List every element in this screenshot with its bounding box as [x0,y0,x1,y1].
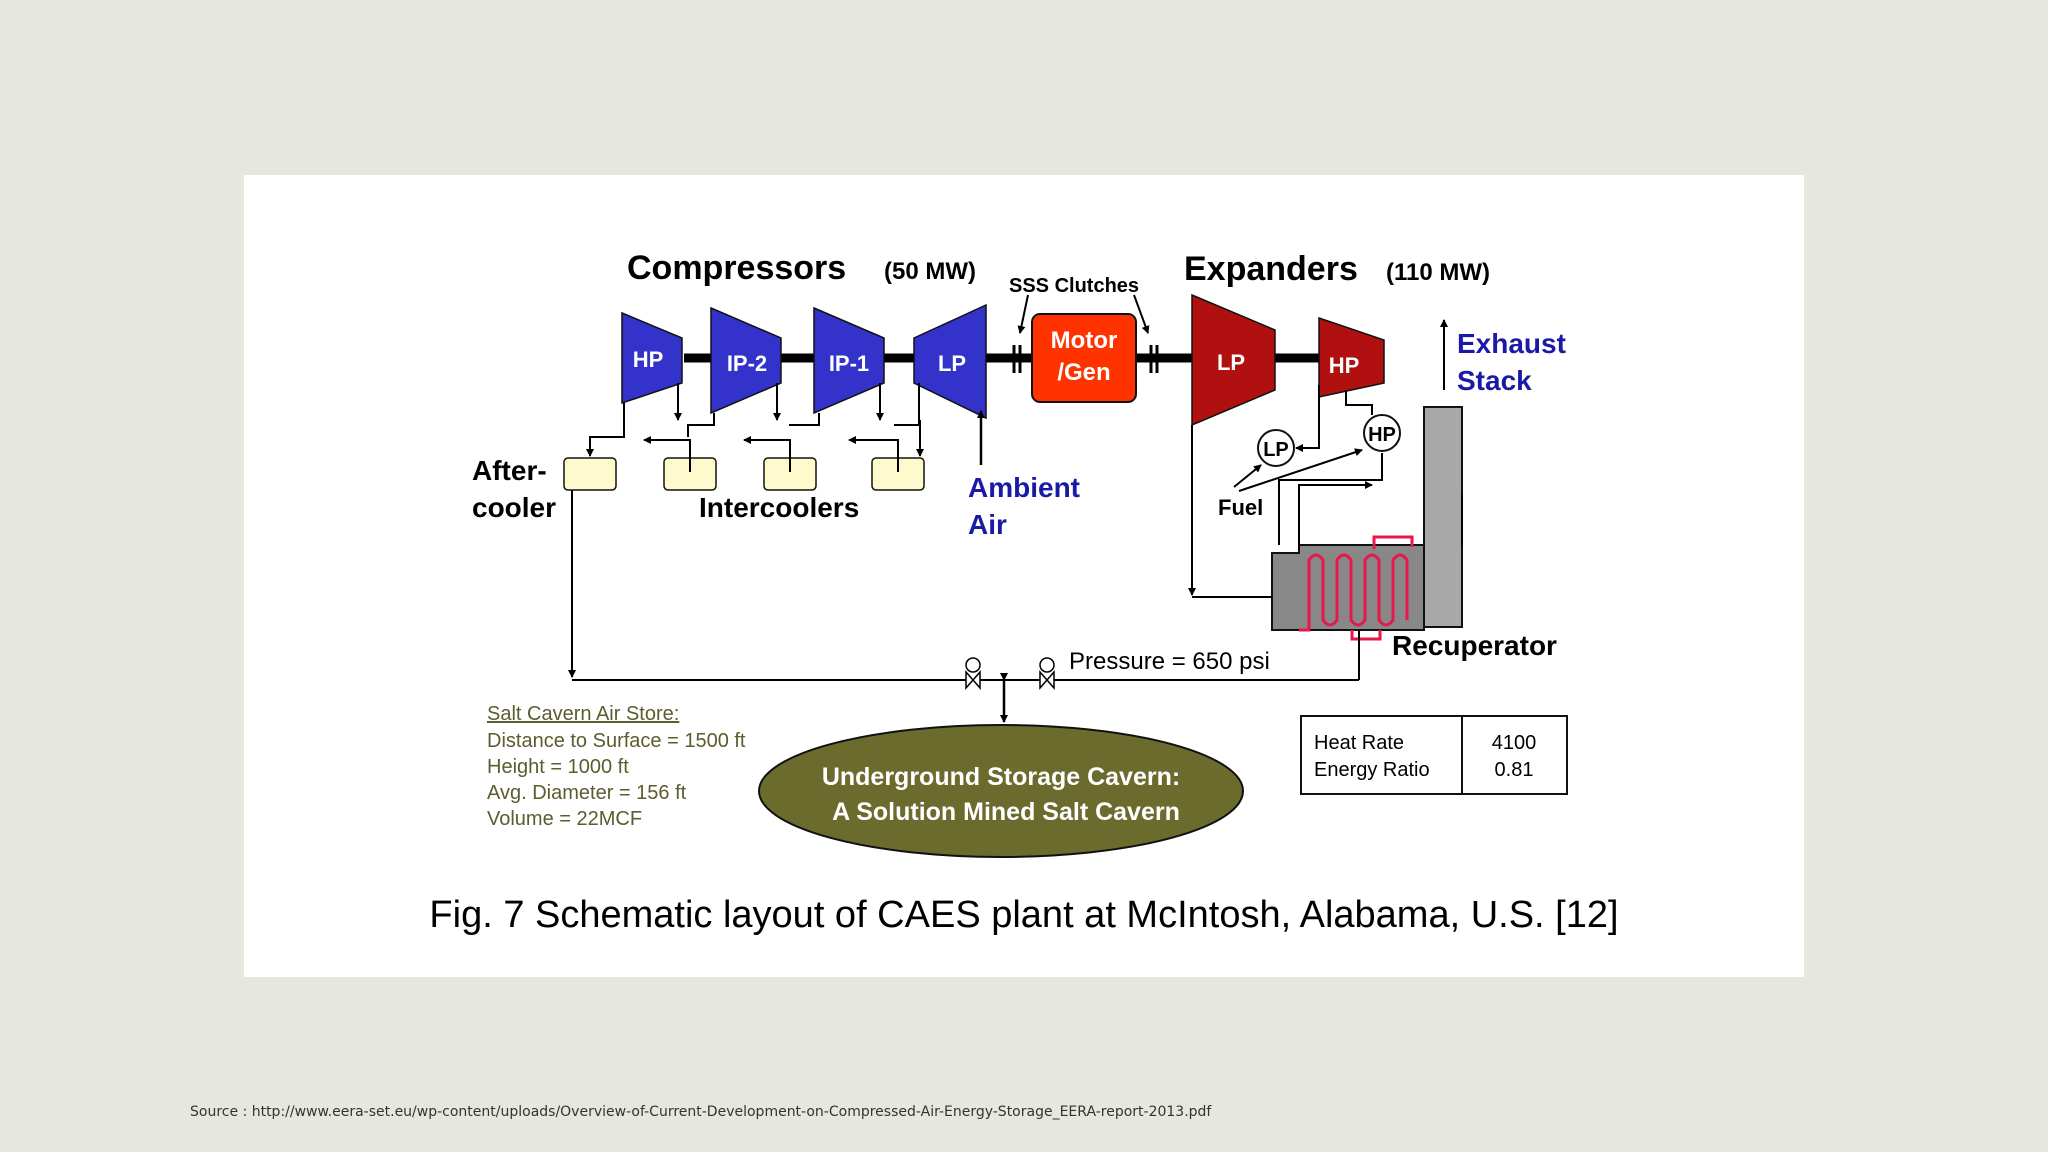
compressor-hp-label: HP [633,347,664,372]
recuperator-to-hp-burner [1278,453,1383,545]
motor-generator [1031,313,1137,403]
valve-right-handle [1039,657,1055,673]
hp-burner-label: HP [1368,424,1396,446]
salt-cavern-title: Salt Cavern Air Store: [487,703,679,725]
intercooler3-to-ip1 [848,436,899,472]
ip2-to-intercooler1-pipe [687,413,715,437]
cavern-label-line2: A Solution Mined Salt Cavern [832,798,1180,826]
salt-cavern-line: Volume = 22MCF [487,808,642,830]
heat-rate-label: Heat Rate [1314,732,1404,754]
expander-lp [1191,293,1276,427]
ambient-air-label-line1: Ambient [968,472,1080,503]
heat-rate-value: 4100 [1492,732,1537,754]
source-citation: Source : http://www.eera-set.eu/wp-conte… [190,1104,1212,1120]
salt-cavern-line: Avg. Diameter = 156 ft [487,782,687,804]
aftercooler-label-line2: cooler [472,492,556,523]
ambient-air-label-line2: Air [968,509,1007,540]
recuperator-coil-top [1372,535,1414,549]
caes-schematic-diagram: Compressors (50 MW) Expanders (110 MW) S… [429,249,1618,936]
salt-cavern-line: Height = 1000 ft [487,756,629,778]
valve-left [965,670,981,690]
compressors-heading: Compressors [627,249,846,287]
hp-exp-to-lp-burner [1295,385,1320,452]
motor-label-line2: /Gen [1057,359,1110,386]
compressor-lp [913,303,987,420]
clutches-label: SSS Clutches [1009,275,1139,297]
fuel-to-hp-arrow [1238,448,1363,492]
aftercooler [563,457,617,491]
aftercooler-label-line1: After- [472,455,547,486]
expander-hp [1318,316,1385,398]
lp-to-intercooler3-pipe [894,383,920,426]
recuperator-air-line [1298,481,1373,550]
compressor-ip1-label: IP-1 [829,351,869,376]
exhaust-label-line1: Exhaust [1457,328,1566,359]
compressor-ip2-label: IP-2 [727,351,767,376]
schematic-figure: Compressors (50 MW) Expanders (110 MW) S… [244,175,1804,977]
valve-right [1039,670,1055,690]
storage-cavern [758,724,1244,858]
hp-to-aftercooler [586,403,625,457]
expanders-power: (110 MW) [1386,259,1490,286]
cavern-label-line1: Underground Storage Cavern: [822,763,1180,791]
lp-burner [1257,429,1295,467]
expander-hp-label: HP [1329,353,1360,378]
pressure-label: Pressure = 650 psi [1069,648,1270,675]
expander-lp-label: LP [1217,350,1245,375]
recuperator-label: Recuperator [1392,630,1557,661]
compressor-ip1 [813,306,885,415]
intercooler1-to-hp [643,436,691,472]
hp-burner-to-hp-exp [1345,390,1373,415]
ip1-to-intercooler2-pipe [789,413,820,426]
energy-ratio-label: Energy Ratio [1314,759,1430,781]
intercoolers-label: Intercoolers [699,492,859,523]
recuperator-coil-bottom [1350,630,1382,641]
exhaust-stack [1423,406,1463,628]
expanders-heading: Expanders [1184,250,1358,288]
energy-ratio-value: 0.81 [1495,759,1534,781]
compressors-power: (50 MW) [884,258,976,285]
compressor-lp-label: LP [938,351,966,376]
compressor-hp [621,311,683,405]
motor-label-line1: Motor [1051,327,1118,354]
salt-cavern-line: Distance to Surface = 1500 ft [487,730,746,752]
intercooler2-to-ip2 [743,436,791,472]
clutch-arrow-left [1017,294,1029,334]
compressor-ip2 [710,306,782,415]
figure-caption: Fig. 7 Schematic layout of CAES plant at… [429,894,1618,936]
lp-burner-label: LP [1263,439,1289,461]
clutch-arrow-right [1133,294,1150,334]
fuel-to-lp-arrow [1233,464,1262,488]
hp-burner [1363,414,1401,452]
fuel-label: Fuel [1218,495,1263,520]
performance-table [1300,715,1568,795]
exhaust-label-line2: Stack [1457,365,1532,396]
recuperator-coil [1299,553,1409,632]
valve-left-handle [965,657,981,673]
